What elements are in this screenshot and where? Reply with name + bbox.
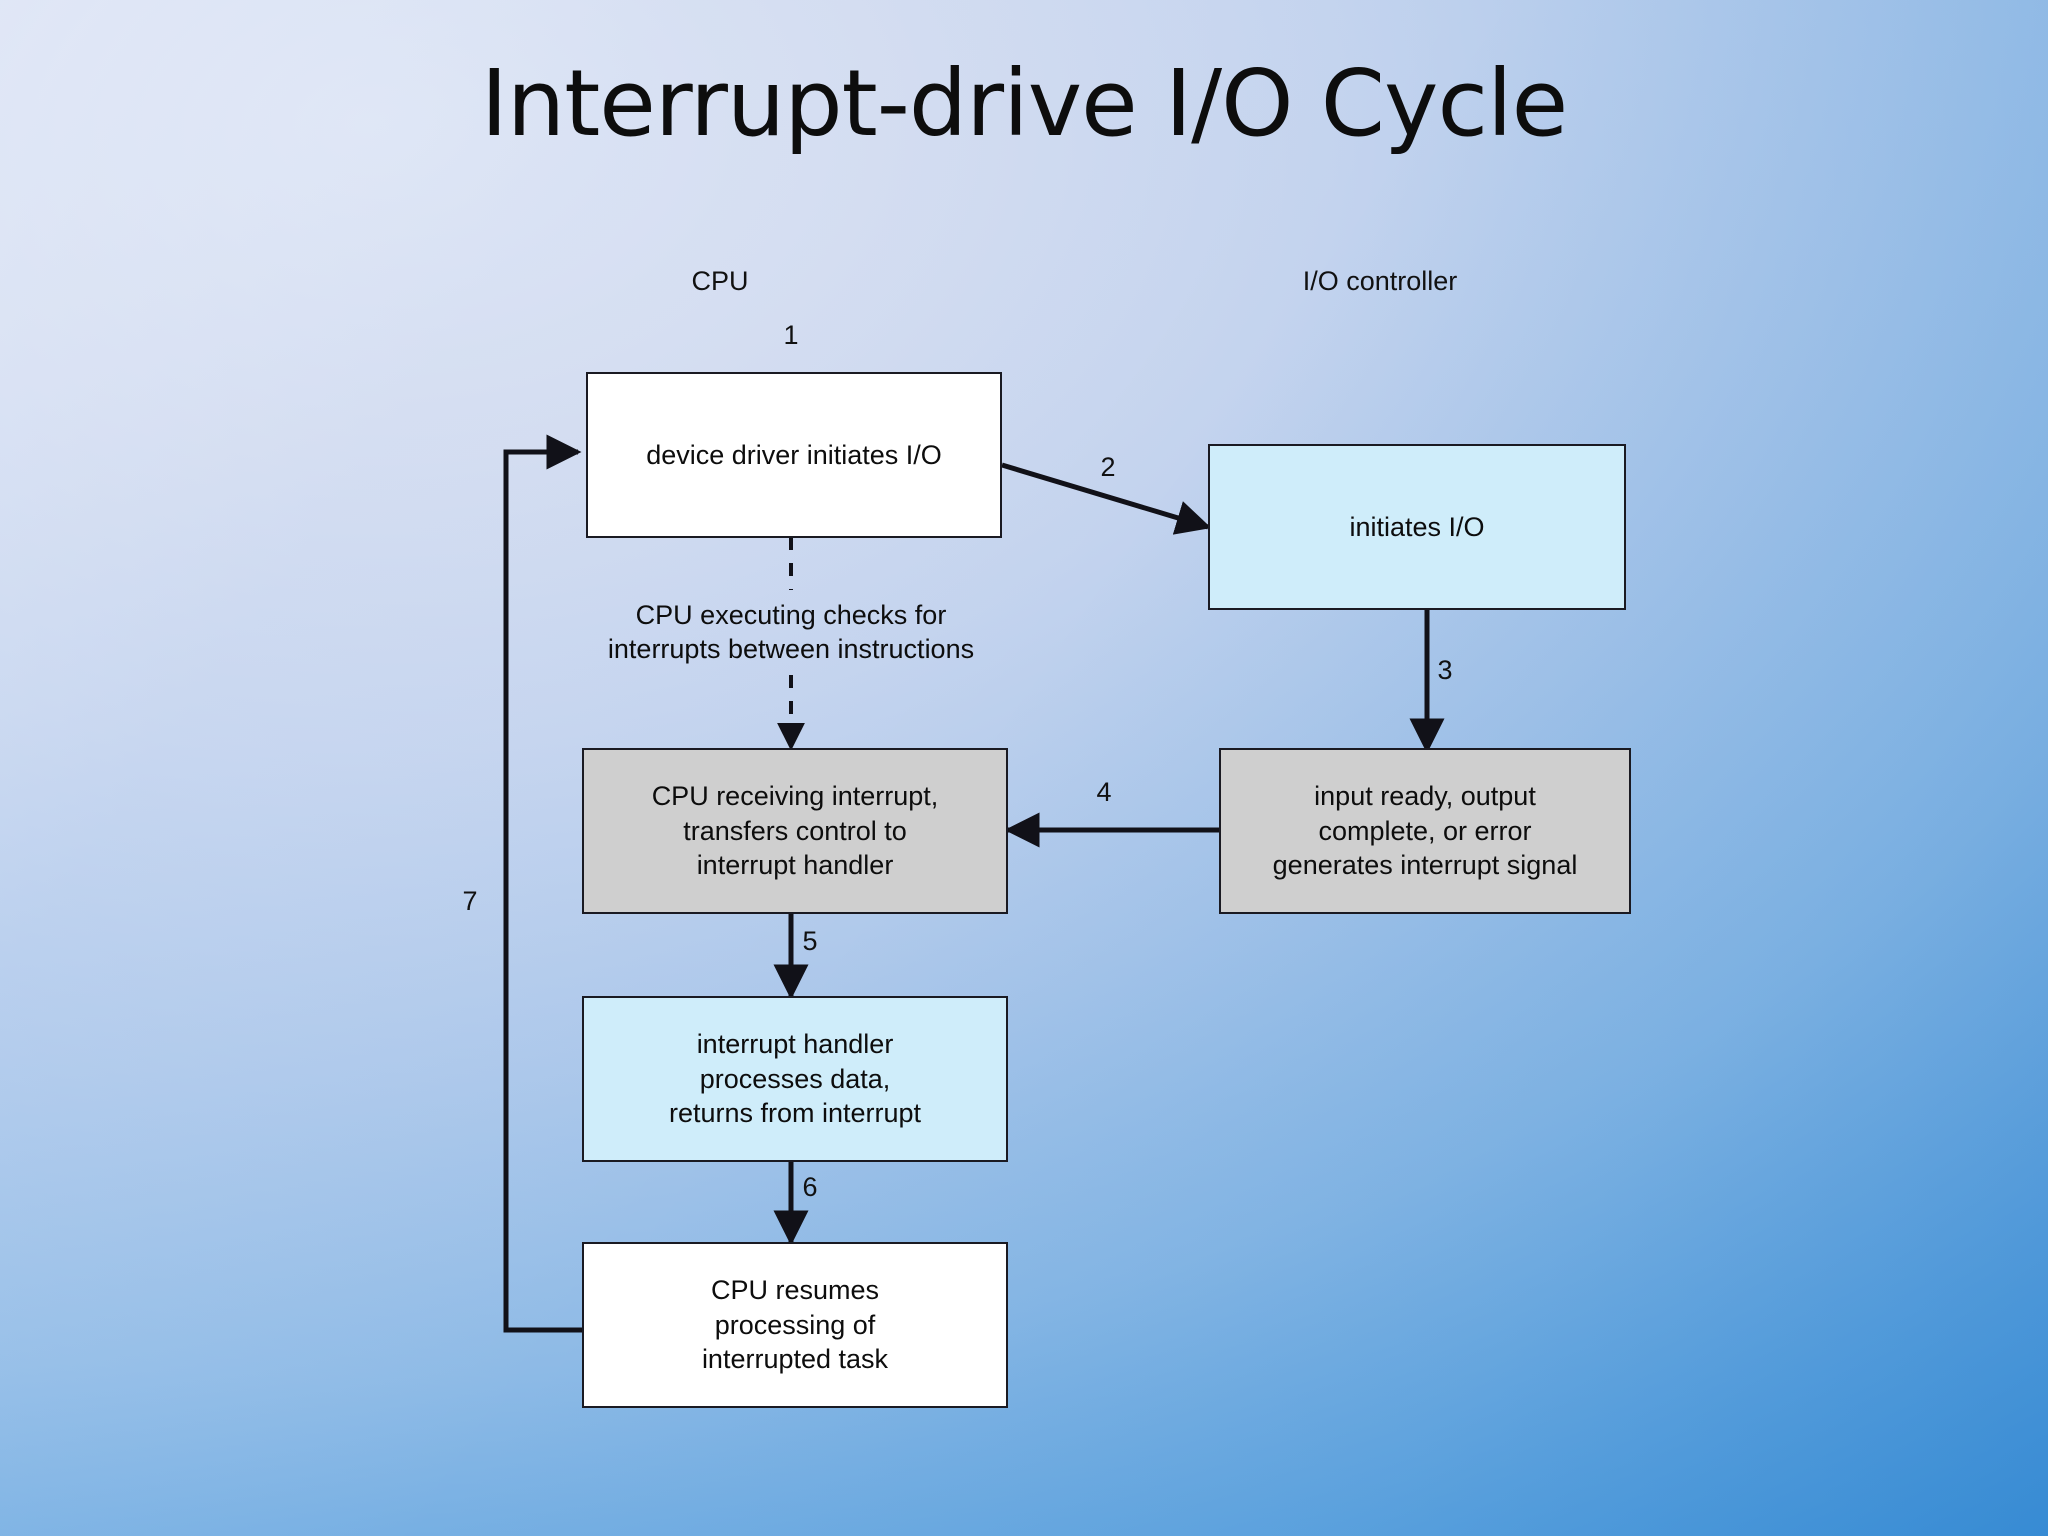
step-number-3: 3 (1437, 655, 1453, 685)
box-line: device driver initiates I/O (646, 439, 942, 470)
box-line: initiates I/O (1349, 511, 1485, 542)
column-header-cpu: CPU (691, 266, 749, 296)
step-number-1: 1 (783, 320, 799, 350)
step-number-2: 2 (1100, 452, 1116, 482)
box-line: interrupted task (701, 1344, 889, 1375)
box-device-driver-initiates-io[interactable]: device driver initiates I/O (586, 372, 1002, 538)
box-line: complete, or error (1318, 815, 1532, 846)
edge-2 (1001, 462, 1212, 535)
box-line: interrupt handler (696, 850, 894, 881)
annotation-line-1: CPU executing checks for (635, 600, 947, 630)
box-line: interrupt handler (696, 1029, 894, 1060)
box-line: CPU receiving interrupt, (651, 781, 939, 812)
box-cpu-resumes-processing[interactable]: CPU resumes processing of interrupted ta… (582, 1242, 1008, 1408)
box-line: input ready, output (1314, 781, 1536, 812)
column-header-io-controller: I/O controller (1302, 266, 1458, 296)
box-input-ready-output-complete[interactable]: input ready, output complete, or error g… (1219, 748, 1631, 914)
box-line: transfers control to (683, 815, 907, 846)
box-line: processing of (714, 1309, 876, 1340)
annotation-line-2: interrupts between instructions (607, 634, 975, 665)
box-line: generates interrupt signal (1272, 850, 1578, 881)
box-line: returns from interrupt (668, 1098, 922, 1129)
annotation-cpu-executing-checks: CPU executing checks for interrupts betw… (551, 598, 1031, 666)
step-number-5: 5 (802, 926, 818, 956)
step-number-7: 7 (462, 886, 478, 916)
box-cpu-receiving-interrupt[interactable]: CPU receiving interrupt, transfers contr… (582, 748, 1008, 914)
step-number-6: 6 (802, 1172, 818, 1202)
page-title: Interrupt-drive I/O Cycle (480, 50, 1568, 157)
edge-7 (503, 434, 586, 1333)
step-number-4: 4 (1096, 777, 1112, 807)
box-line: CPU resumes (710, 1275, 880, 1306)
box-line: processes data, (699, 1063, 891, 1094)
box-initiates-io[interactable]: initiates I/O (1208, 444, 1626, 610)
box-interrupt-handler-processes-data[interactable]: interrupt handler processes data, return… (582, 996, 1008, 1162)
